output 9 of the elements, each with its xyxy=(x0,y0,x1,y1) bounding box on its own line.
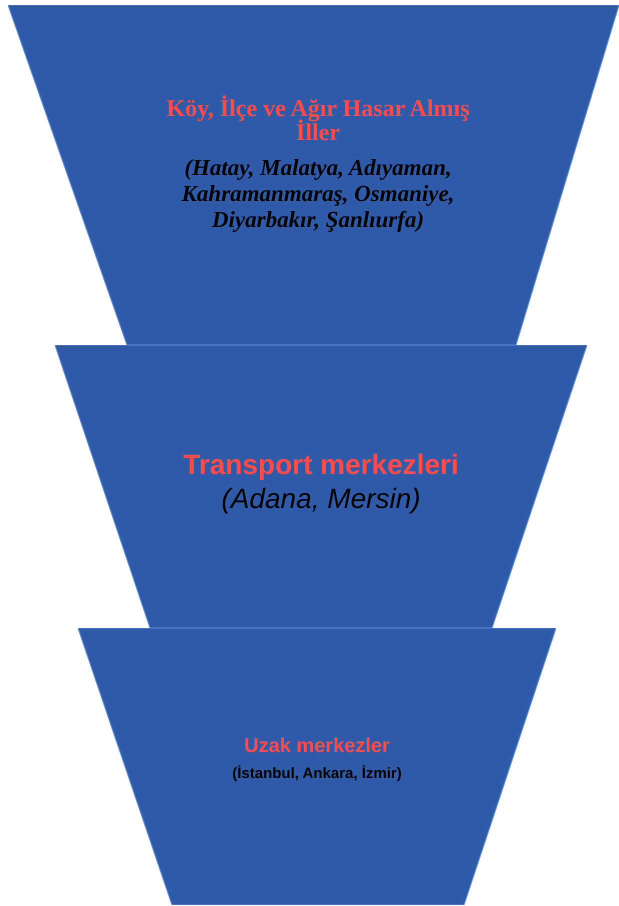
funnel-segment xyxy=(55,345,587,628)
heading-text: Uzak merkezler xyxy=(243,734,391,759)
heading-text: Köy, İlçe ve Ağır Hasar Almış İller xyxy=(165,97,471,145)
funnel-segment xyxy=(78,628,556,905)
city-list: (Hatay, Malatya, Adıyaman, Kahramanmaraş, Osmaniye, Diyarbakır, Şanlıurfa) xyxy=(148,155,488,233)
funnel-segment xyxy=(8,5,619,345)
heading-text: Transport merkezleri xyxy=(182,448,460,482)
city-list: (İstanbul, Ankara, İzmir) xyxy=(168,763,466,785)
city-list: (Adana, Mersin) xyxy=(145,482,497,516)
